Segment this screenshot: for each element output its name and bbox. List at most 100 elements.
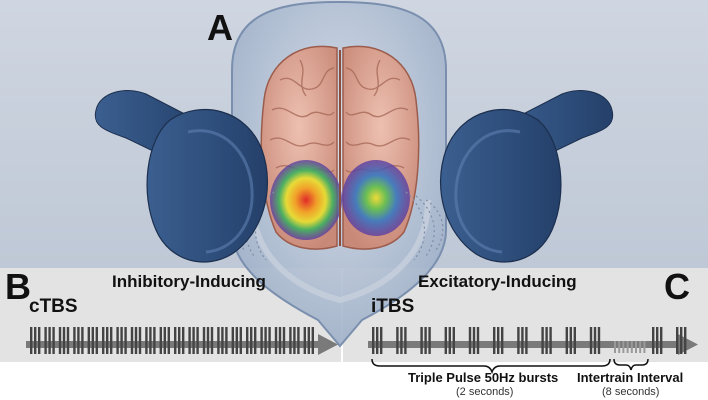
ctbs-pulse <box>239 327 242 354</box>
intertrain-mark <box>643 341 646 353</box>
ctbs-pulse <box>278 327 282 354</box>
itbs-pulse <box>493 327 496 354</box>
bursts-duration: (2 seconds) <box>456 386 514 398</box>
ctbs-pulse <box>254 327 257 354</box>
itbs-next-train-pulse <box>676 327 679 354</box>
itbs-next-train-pulse <box>684 327 687 354</box>
intertrain-label: Intertrain Interval <box>577 370 684 385</box>
intertrain-mark <box>639 341 642 353</box>
ctbs-pulse <box>297 327 300 354</box>
intertrain-mark <box>635 341 637 353</box>
itbs-timeline-arrow <box>368 334 698 355</box>
itbs-pulse <box>444 327 447 354</box>
ctbs-pulse <box>91 327 94 354</box>
ctbs-pulse <box>250 327 253 354</box>
ctbs-pulse <box>260 327 263 354</box>
ctbs-pulse <box>124 327 127 354</box>
itbs-pulse <box>468 327 472 354</box>
itbs-pulse <box>420 327 423 354</box>
itbs-pulse <box>472 327 476 354</box>
ctbs-pulse <box>178 327 181 354</box>
ctbs-pulse <box>134 327 138 354</box>
ctbs-pulse <box>282 327 286 354</box>
ctbs-pulse <box>145 327 148 354</box>
ctbs-pulse <box>163 327 166 354</box>
ctbs-pulse <box>303 327 306 354</box>
bursts-label: Triple Pulse 50Hz bursts <box>408 370 559 385</box>
ctbs-pulse <box>95 327 98 354</box>
ctbs-pulse <box>235 327 238 354</box>
head-inner-contour <box>249 199 431 304</box>
itbs-pulse <box>545 327 548 354</box>
ctbs-pulse <box>34 327 37 354</box>
itbs-pulse <box>400 327 403 354</box>
ctbs-pulse <box>217 327 220 354</box>
itbs-pulse <box>541 327 544 354</box>
itbs-pulse <box>497 327 500 354</box>
bursts-brace <box>371 358 611 375</box>
tms-coil-left <box>94 90 269 263</box>
itbs-pulse <box>428 327 431 354</box>
itbs-pulse <box>565 327 568 354</box>
stimulation-hotspot-right <box>342 160 410 236</box>
itbs-pulse <box>593 327 597 354</box>
ctbs-pulse <box>73 327 76 354</box>
ctbs-pulse <box>307 327 310 354</box>
ctbs-pulse <box>110 327 113 354</box>
itbs-pulse <box>501 327 504 354</box>
itbs-pulse <box>452 327 455 354</box>
ctbs-pulse <box>44 327 47 354</box>
itbs-pulse <box>521 327 524 354</box>
ctbs-pulse <box>48 327 51 354</box>
intertrain-gap-marks <box>614 341 646 353</box>
ctbs-pulse <box>174 327 177 354</box>
ctbs-pulse <box>153 327 156 354</box>
itbs-pulse <box>396 327 399 354</box>
itbs-pulse <box>372 327 375 354</box>
itbs-pulse <box>424 327 427 354</box>
excitatory-title: Excitatory-Inducing <box>418 272 577 291</box>
ctbs-pulse <box>138 327 142 354</box>
ctbs-pulse <box>202 327 206 354</box>
ctbs-pulse <box>38 327 41 354</box>
ctbs-pulse <box>246 327 249 354</box>
itbs-pulse <box>380 327 383 354</box>
ctbs-pulse <box>182 327 185 354</box>
stimulation-hotspot-left <box>270 160 342 240</box>
panel-label-c: C <box>664 266 690 307</box>
itbs-next-train-pulse <box>660 327 663 354</box>
itbs-pulse <box>573 327 576 354</box>
ctbs-pulse <box>225 327 228 354</box>
ctbs-label: cTBS <box>29 296 78 317</box>
ctbs-pulse <box>62 327 66 354</box>
intertrain-duration: (8 seconds) <box>602 386 660 398</box>
itbs-next-train-pulse <box>652 327 655 354</box>
ctbs-pulse <box>52 327 55 354</box>
ctbs-pulse <box>81 327 84 354</box>
ctbs-pulse <box>293 327 296 354</box>
ctbs-pulse <box>264 327 267 354</box>
itbs-pulse-train <box>372 327 687 354</box>
ctbs-pulse <box>77 327 80 354</box>
ctbs-pulse <box>120 327 123 354</box>
itbs-next-train-pulse <box>680 327 683 354</box>
itbs-pulse <box>597 327 601 354</box>
ctbs-pulse <box>188 327 191 354</box>
intertrain-mark <box>618 341 621 353</box>
ctbs-pulse <box>274 327 278 354</box>
ctbs-pulse <box>231 327 234 354</box>
ctbs-pulse <box>130 327 134 354</box>
panel-label-b: B <box>5 266 31 307</box>
intertrain-mark <box>626 341 629 353</box>
itbs-pulse <box>376 327 379 354</box>
ctbs-pulse <box>30 327 33 354</box>
ctbs-pulse <box>87 327 90 354</box>
itbs-pulse <box>569 327 572 354</box>
intertrain-mark <box>614 341 616 353</box>
intertrain-mark <box>622 341 625 353</box>
panel-label-a: A <box>207 7 233 48</box>
ctbs-pulse <box>311 327 314 354</box>
itbs-label: iTBS <box>371 296 415 317</box>
tms-coil-right <box>439 90 614 263</box>
